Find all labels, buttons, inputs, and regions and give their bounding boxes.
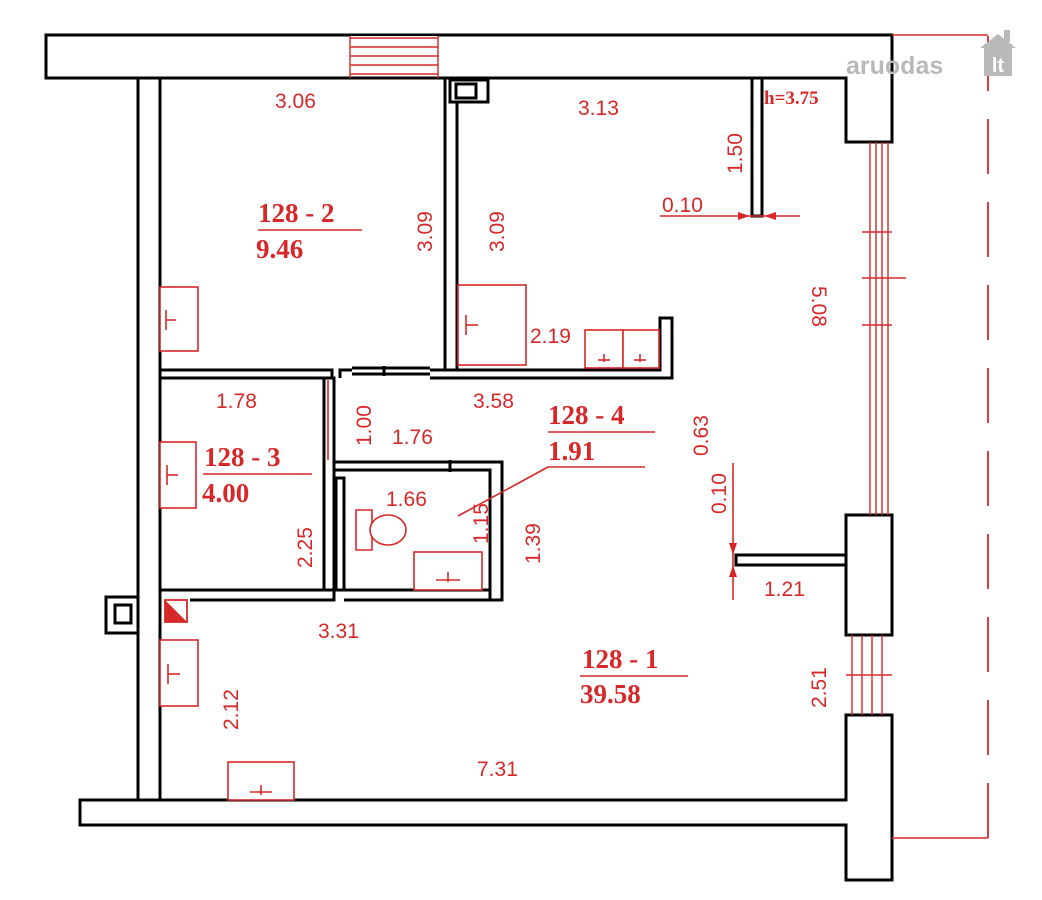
dimension-label: 1.50: [724, 133, 747, 174]
house-icon: [984, 44, 1012, 76]
dimension-label: 1.00: [353, 405, 376, 446]
sink: [413, 551, 483, 591]
watermark: aruodas lt: [846, 30, 1016, 80]
room-area: 39.58: [580, 679, 641, 709]
dimension-label: 0.10: [662, 194, 703, 217]
watermark-brand: aruodas: [846, 52, 943, 80]
dimension-label: 2.12: [220, 689, 243, 730]
toilet-bowl: [369, 514, 407, 546]
dimension-label: 1.76: [392, 426, 433, 449]
dimension-label: 2.25: [294, 527, 317, 568]
dimension-label: 3.58: [473, 390, 514, 413]
dimension-label: 5.08: [807, 286, 830, 327]
room-area: 4.00: [202, 478, 249, 508]
interior-walls: [160, 76, 848, 602]
room-area: 9.46: [256, 234, 303, 264]
kitchen-unit: [584, 329, 624, 369]
dimension-label: 0.63: [690, 415, 713, 456]
dimension-label: 2.19: [530, 325, 571, 348]
dimension-label: 1.78: [216, 390, 257, 413]
dimension-label: 3.09: [414, 211, 437, 252]
room-area: 1.91: [548, 436, 595, 466]
kitchen-unit: [622, 329, 660, 369]
room-code: 128 - 2: [258, 198, 335, 228]
outer-walls: [44, 33, 894, 882]
dimension-label: 2.51: [808, 667, 831, 708]
dimension-label: 1.21: [764, 578, 805, 601]
cabinet: [159, 639, 199, 707]
dimension-label: 1.39: [522, 523, 545, 564]
dimension-labels: 3.06 3.13 1.50 0.10 3.09 3.09 5.08 2.19 …: [216, 90, 831, 781]
dimension-label: 1.66: [386, 488, 427, 511]
room-labels: 128 - 2 9.46 128 - 3 4.00 128 - 4 1.91 1…: [202, 198, 659, 709]
dimension-lines: [203, 34, 989, 839]
ceiling-height-label: h=3.75: [764, 88, 819, 109]
watermark-suffix: lt: [992, 55, 1005, 77]
dimension-label: 3.09: [486, 211, 509, 252]
dimension-label: 3.06: [275, 90, 316, 113]
fixtures: [159, 284, 660, 801]
room-code: 128 - 1: [582, 644, 659, 674]
dimension-label: 3.31: [318, 620, 359, 643]
toilet-tank: [355, 509, 373, 551]
dimension-label: 7.31: [477, 758, 518, 781]
dimension-label: 1.15: [470, 503, 493, 544]
windows: [349, 36, 906, 715]
dimension-label: 3.13: [578, 97, 619, 120]
dimension-label: 0.10: [708, 473, 731, 514]
room-code: 128 - 4: [548, 400, 625, 430]
room-code: 128 - 3: [204, 442, 281, 472]
